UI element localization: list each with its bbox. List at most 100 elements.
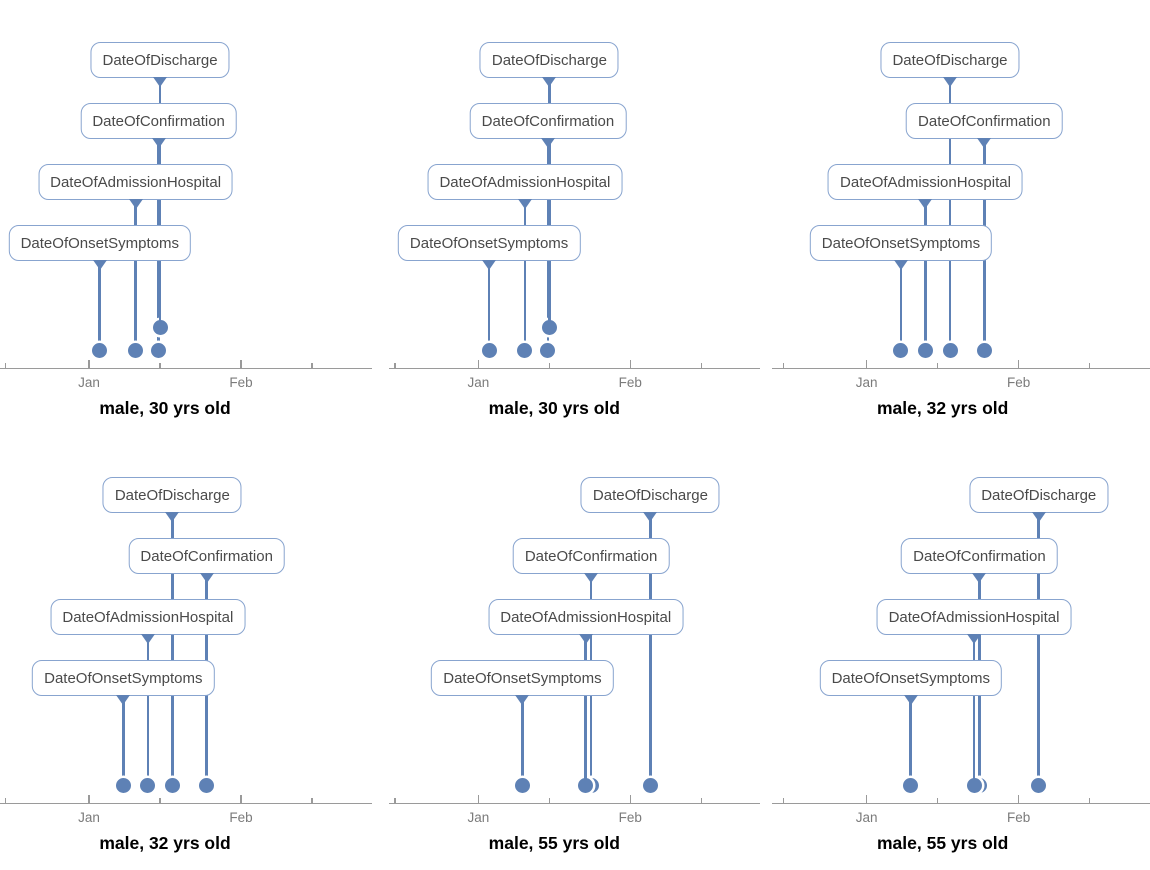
axis-tick-minor (548, 363, 551, 368)
event-stem (649, 513, 652, 785)
event-label-box: DateOfConfirmation (128, 538, 285, 574)
event-label-box: DateOfDischarge (479, 42, 619, 78)
event-stem (548, 78, 551, 327)
axis-tick-label: Feb (229, 810, 253, 825)
event-label-box: DateOfAdmissionHospital (50, 599, 246, 635)
callout-pointer-triangle (584, 573, 599, 583)
axis-tick-label: Jan (467, 810, 490, 825)
callout-pointer-triangle (482, 260, 497, 270)
callout-pointer-triangle (153, 77, 168, 87)
event-dot (514, 777, 530, 793)
callout-pointer-triangle (943, 77, 957, 87)
event-label-box: DateOfOnsetSymptoms (397, 225, 581, 261)
event-stem (899, 261, 903, 350)
axis-tick-minor (700, 798, 703, 803)
event-dot (942, 342, 958, 358)
axis-tick-minor (4, 798, 7, 803)
event-stem (584, 773, 587, 785)
event-stem (948, 78, 952, 350)
callout-pointer-triangle (903, 695, 918, 705)
callout-pointer-triangle (515, 695, 530, 705)
event-stem (924, 200, 927, 350)
axis-tick-label: Jan (855, 375, 878, 390)
event-label-box: DateOfOnsetSymptoms (819, 660, 1002, 696)
callout-pointer-triangle (165, 512, 180, 522)
event-dot (917, 342, 933, 358)
event-dot (903, 777, 919, 793)
axis-tick-major (240, 795, 242, 803)
event-label-box: DateOfAdmissionHospital (427, 164, 623, 200)
panel-caption: male, 32 yrs old (876, 398, 1009, 418)
axis-tick-major (477, 360, 479, 368)
axis-tick-major (629, 360, 631, 368)
callout-pointer-triangle (893, 260, 908, 270)
event-dot (152, 319, 168, 335)
date-axis (389, 803, 761, 805)
axis-tick-minor (548, 798, 551, 803)
axis-tick-minor (311, 363, 313, 368)
event-dot (966, 777, 982, 793)
axis-tick-major (629, 795, 631, 803)
event-dot (151, 342, 167, 358)
callout-pointer-triangle (542, 77, 557, 87)
axis-tick-major (88, 795, 90, 803)
event-label-box: DateOfOnsetSymptoms (809, 225, 993, 261)
event-label-box: DateOfConfirmation (906, 103, 1063, 139)
event-stem (909, 696, 913, 785)
date-axis (771, 803, 1150, 805)
date-axis (0, 368, 372, 370)
callout-pointer-triangle (199, 573, 214, 583)
panel-caption: male, 30 yrs old (488, 398, 620, 418)
event-stem (158, 78, 162, 327)
event-dot (115, 777, 131, 793)
callout-pointer-triangle (151, 138, 166, 148)
axis-tick-label: Jan (78, 810, 100, 825)
axis-tick-label: Jan (855, 810, 878, 825)
event-dot (481, 342, 497, 358)
event-dot (540, 342, 556, 358)
callout-pointer-triangle (140, 634, 155, 644)
event-label-box: DateOfDischarge (102, 477, 242, 513)
event-stem (521, 696, 524, 785)
event-stem (487, 261, 491, 350)
axis-tick-minor (4, 363, 7, 368)
axis-tick-label: Feb (618, 810, 642, 825)
event-stem (146, 635, 150, 785)
axis-tick-label: Feb (618, 375, 642, 390)
axis-tick-minor (159, 363, 161, 368)
axis-tick-minor (394, 363, 396, 368)
event-label-box: DateOfConfirmation (469, 103, 627, 139)
axis-tick-major (240, 360, 242, 368)
event-label-box: DateOfConfirmation (512, 538, 670, 574)
axis-tick-minor (700, 363, 703, 368)
callout-pointer-triangle (967, 634, 982, 644)
event-label-box: DateOfDischarge (969, 477, 1109, 513)
event-dot (642, 777, 658, 793)
axis-tick-major (1017, 795, 1020, 803)
axis-tick-major (866, 360, 868, 368)
event-label-box: DateOfConfirmation (80, 103, 237, 139)
event-stem (98, 261, 102, 350)
event-stem (523, 200, 527, 350)
event-label-box: DateOfAdmissionHospital (828, 164, 1023, 200)
panel-caption: male, 32 yrs old (99, 833, 231, 853)
event-label-box: DateOfDischarge (580, 477, 720, 513)
axis-tick-minor (1089, 363, 1091, 368)
date-axis (771, 368, 1150, 370)
axis-tick-major (866, 795, 868, 803)
event-label-box: DateOfConfirmation (901, 538, 1058, 574)
axis-tick-label: Feb (229, 375, 253, 390)
event-stem (1037, 513, 1041, 785)
event-dot (140, 777, 156, 793)
event-dot (541, 319, 557, 335)
event-dot (893, 342, 909, 358)
callout-pointer-triangle (578, 634, 593, 644)
callout-pointer-triangle (116, 695, 131, 705)
callout-pointer-triangle (972, 573, 987, 583)
timeline-panel: DateOfOnsetSymptoms DateOfConfirmation Dat… (767, 435, 1150, 870)
